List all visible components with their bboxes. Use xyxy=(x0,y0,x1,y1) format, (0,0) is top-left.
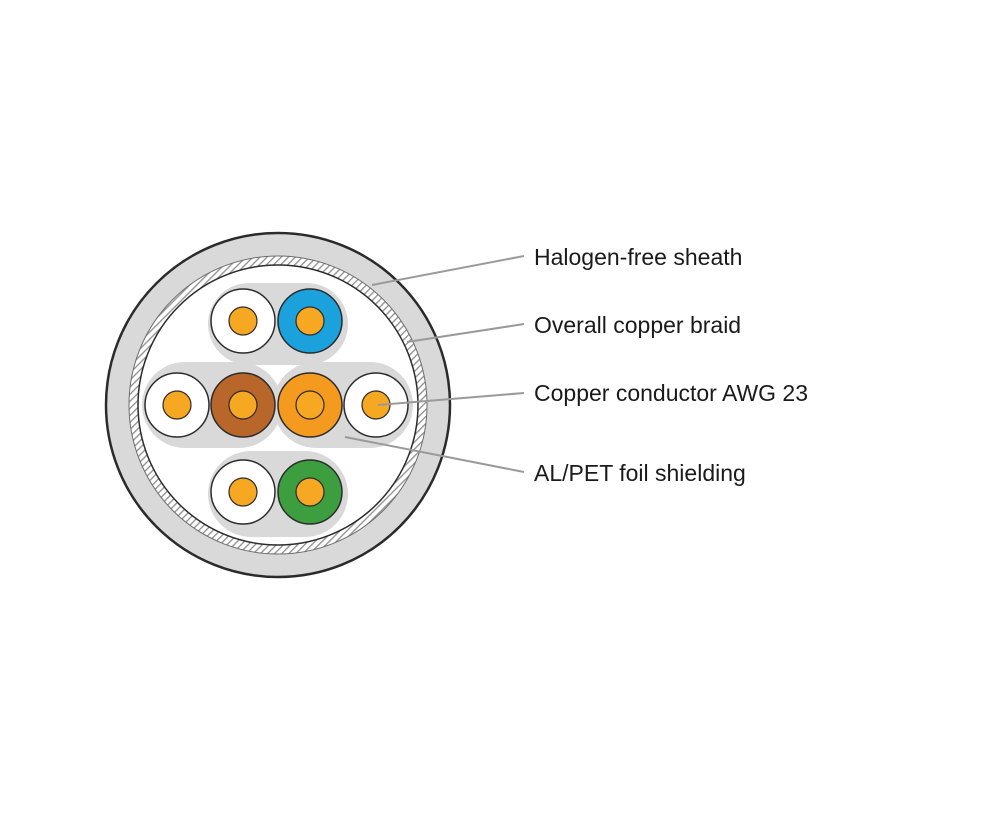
copper-conductor xyxy=(295,477,325,507)
leader-line-braid xyxy=(406,323,525,343)
leader-line-sheath xyxy=(371,255,525,286)
leader-line-conductor xyxy=(377,392,525,406)
copper-conductor xyxy=(295,390,325,420)
copper-conductor xyxy=(162,390,192,420)
copper-conductor xyxy=(228,306,258,336)
label-overall-copper-braid: Overall copper braid xyxy=(534,312,741,338)
leader-line-foil xyxy=(344,436,525,473)
copper-conductor xyxy=(295,306,325,336)
copper-conductor xyxy=(228,477,258,507)
label-copper-conductor: Copper conductor AWG 23 xyxy=(534,380,808,406)
label-halogen-free-sheath: Halogen-free sheath xyxy=(534,244,742,270)
copper-conductor xyxy=(228,390,258,420)
wires xyxy=(144,288,409,525)
label-foil-shielding: AL/PET foil shielding xyxy=(534,460,746,486)
callout-labels: Halogen-free sheath Overall copper braid… xyxy=(534,244,808,486)
leader-lines xyxy=(344,255,525,473)
